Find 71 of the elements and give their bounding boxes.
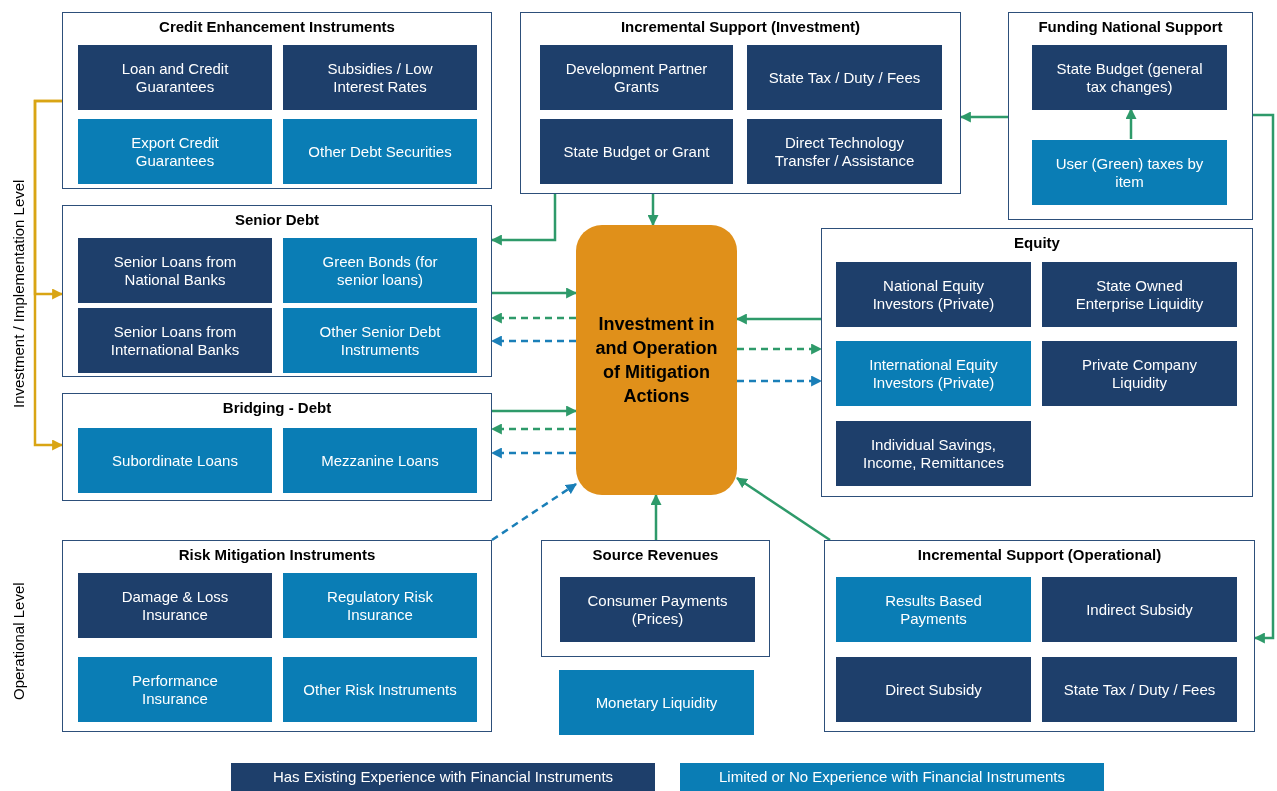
level-label: Investment / Implementation Level: [9, 179, 28, 408]
instrument-box: Export Credit Guarantees: [78, 119, 272, 184]
instrument-box: Subordinate Loans: [78, 428, 272, 493]
arrow: [491, 482, 577, 542]
arrow: [647, 194, 659, 227]
group-panel: [821, 228, 1253, 497]
instrument-box: Senior Loans from International Banks: [78, 308, 272, 373]
arrow: [492, 405, 578, 417]
instrument-box: Indirect Subsidy: [1042, 577, 1237, 642]
arrow: [33, 99, 64, 451]
instrument-box: Loan and Credit Guarantees: [78, 45, 272, 110]
group-panel: [824, 540, 1255, 732]
group-panel: [62, 540, 492, 732]
group-title: Risk Mitigation Instruments: [177, 546, 377, 565]
instrument-box: Performance Insurance: [78, 657, 272, 722]
arrow: [490, 423, 576, 435]
instrument-box: Development Partner Grants: [540, 45, 733, 110]
arrow: [490, 335, 576, 347]
group-title: Senior Debt: [233, 211, 321, 230]
group-title: Equity: [1013, 234, 1061, 253]
group-title: Funding National Support: [1037, 18, 1224, 37]
group-panel: [1008, 12, 1253, 220]
instrument-box: User (Green) taxes by item: [1032, 140, 1227, 205]
arrow: [492, 287, 578, 299]
instrument-box: Consumer Payments (Prices): [560, 577, 755, 642]
arrow: [735, 313, 821, 325]
instrument-box: Senior Loans from National Banks: [78, 238, 272, 303]
instrument-box: Monetary Liquidity: [559, 670, 754, 735]
arrow: [737, 375, 823, 387]
level-label: Operational Level: [9, 582, 28, 700]
arrow: [650, 493, 662, 540]
legend-swatch: Has Existing Experience with Financial Instruments: [231, 763, 655, 791]
instrument-box: State Tax / Duty / Fees: [1042, 657, 1237, 722]
instrument-box: Individual Savings, Income, Remittances: [836, 421, 1031, 486]
instrument-box: Damage & Loss Insurance: [78, 573, 272, 638]
group-title: Incremental Support (Operational): [916, 546, 1163, 565]
group-panel: [62, 393, 492, 501]
group-panel: [62, 205, 492, 377]
instrument-box: Regulatory Risk Insurance: [283, 573, 477, 638]
arrow: [736, 476, 831, 542]
instrument-box: State Tax / Duty / Fees: [747, 45, 942, 110]
group-panel: [62, 12, 492, 189]
instrument-box: Private Company Liquidity: [1042, 341, 1237, 406]
group-panel: [520, 12, 961, 194]
arrow: [490, 312, 576, 324]
central-action-box: Investment in and Operation of Mitigation Actions: [576, 225, 737, 495]
instrument-box: Mezzanine Loans: [283, 428, 477, 493]
instrument-box: State Owned Enterprise Liquidity: [1042, 262, 1237, 327]
arrow: [490, 194, 557, 246]
group-title: Bridging - Debt: [221, 399, 333, 418]
instrument-box: Other Debt Securities: [283, 119, 477, 184]
arrow: [959, 111, 1008, 123]
instrument-box: Direct Subsidy: [836, 657, 1031, 722]
arrow: [737, 343, 823, 355]
instrument-box: Other Senior Debt Instruments: [283, 308, 477, 373]
instrument-box: State Budget (general tax changes): [1032, 45, 1227, 110]
instrument-box: National Equity Investors (Private): [836, 262, 1031, 327]
arrow: [1253, 113, 1275, 644]
instrument-box: Direct Technology Transfer / Assistance: [747, 119, 942, 184]
instrument-box: Subsidies / Low Interest Rates: [283, 45, 477, 110]
instrument-box: Other Risk Instruments: [283, 657, 477, 722]
instrument-box: Green Bonds (for senior loans): [283, 238, 477, 303]
legend-swatch: Limited or No Experience with Financial Instruments: [680, 763, 1104, 791]
group-title: Source Revenues: [591, 546, 720, 565]
instrument-box: State Budget or Grant: [540, 119, 733, 184]
instrument-box: International Equity Investors (Private): [836, 341, 1031, 406]
group-title: Credit Enhancement Instruments: [158, 18, 396, 37]
arrow: [490, 447, 576, 459]
group-panel: [541, 540, 770, 657]
group-title: Incremental Support (Investment): [619, 18, 862, 37]
instrument-box: Results Based Payments: [836, 577, 1031, 642]
